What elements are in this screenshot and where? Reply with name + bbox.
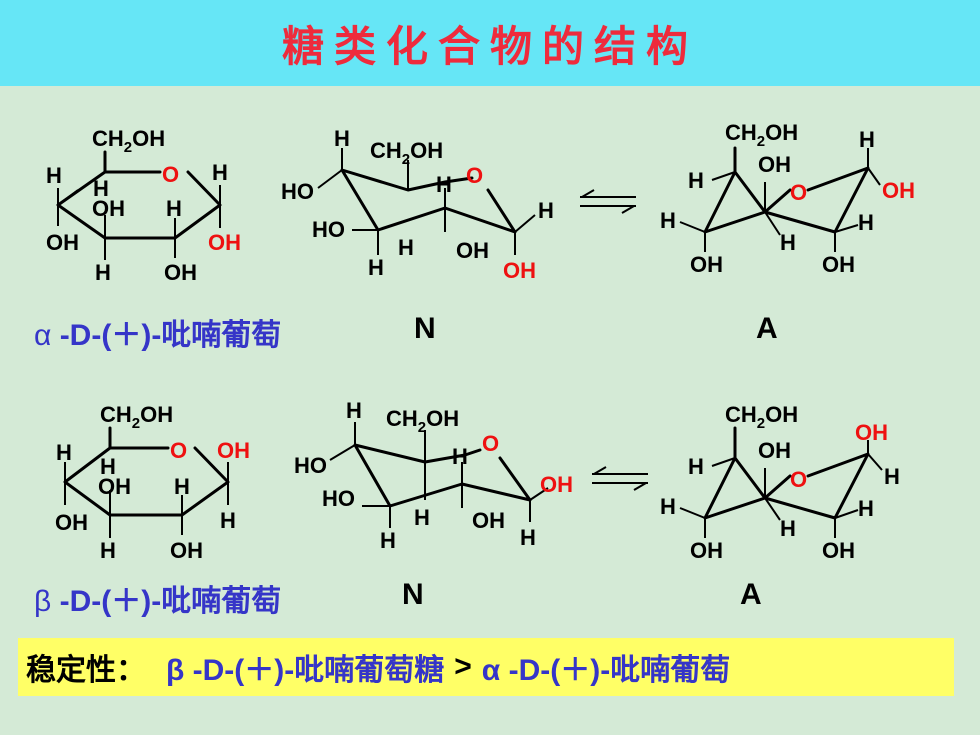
stability-label: 稳定性： xyxy=(26,654,146,687)
svg-text:H: H xyxy=(166,196,182,221)
svg-text:OH: OH xyxy=(822,252,855,277)
svg-text:H: H xyxy=(858,210,874,235)
svg-text:OH: OH xyxy=(164,260,197,285)
chair-beta-N: O H CH2OH HO H OH HO H OH H H xyxy=(294,398,573,553)
svg-text:H: H xyxy=(174,474,190,499)
stability-alpha: α -D-(＋)-吡喃葡萄 xyxy=(481,654,731,687)
svg-text:H: H xyxy=(334,126,350,151)
svg-text:H: H xyxy=(414,505,430,530)
equilibrium-arrow xyxy=(580,189,636,214)
svg-text:H: H xyxy=(780,516,796,541)
stability-beta: β -D-(＋)-吡喃葡萄糖 xyxy=(166,654,445,687)
equilibrium-arrow xyxy=(592,466,648,491)
svg-text:OH: OH xyxy=(690,252,723,277)
ch2oh-label: CH2OH xyxy=(725,402,798,432)
conformation-label-N: N xyxy=(402,578,424,611)
ring-oxygen: O xyxy=(162,162,179,187)
svg-text:H: H xyxy=(368,255,384,280)
svg-text:OH: OH xyxy=(456,238,489,263)
svg-text:H: H xyxy=(46,163,62,188)
svg-text:H: H xyxy=(93,176,109,201)
svg-text:OH: OH xyxy=(822,538,855,563)
alpha-caption: α -D-(＋)-吡喃葡萄 xyxy=(34,319,282,352)
svg-text:H: H xyxy=(436,172,452,197)
svg-text:H: H xyxy=(660,208,676,233)
chair-beta-A: CH2OH O H OH OH H H H H OH OH xyxy=(660,402,900,563)
ch2oh-label: CH2OH xyxy=(100,402,173,432)
svg-text:HO: HO xyxy=(294,453,327,478)
svg-text:H: H xyxy=(212,160,228,185)
haworth-alpha: CH2OH O H OH H OH H H OH H OH xyxy=(46,126,241,285)
chair-alpha-A: CH2OH O H OH H OH H H H OH OH xyxy=(660,120,915,277)
svg-text:O: O xyxy=(790,467,807,492)
svg-text:H: H xyxy=(380,528,396,553)
svg-text:H: H xyxy=(220,508,236,533)
svg-text:H: H xyxy=(56,440,72,465)
svg-text:HO: HO xyxy=(312,217,345,242)
svg-text:H: H xyxy=(660,494,676,519)
svg-text:OH: OH xyxy=(208,230,241,255)
svg-text:OH: OH xyxy=(503,258,536,283)
svg-text:OH: OH xyxy=(98,474,131,499)
svg-text:H: H xyxy=(780,230,796,255)
svg-text:H: H xyxy=(858,496,874,521)
title-bar: 糖类化合物的结构 xyxy=(0,0,980,86)
svg-text:H: H xyxy=(452,444,468,469)
conformation-label-A: A xyxy=(756,312,778,345)
stability-statement: 稳定性： β -D-(＋)-吡喃葡萄糖 > α -D-(＋)-吡喃葡萄 xyxy=(18,638,954,696)
svg-text:H: H xyxy=(520,525,536,550)
ch2oh-label: CH2OH xyxy=(725,120,798,150)
svg-text:O: O xyxy=(170,438,187,463)
svg-text:OH: OH xyxy=(46,230,79,255)
svg-text:H: H xyxy=(100,454,116,479)
svg-text:O: O xyxy=(790,180,807,205)
svg-text:OH: OH xyxy=(217,438,250,463)
ch2oh-label: CH2OH xyxy=(92,126,165,156)
slide-title: 糖类化合物的结构 xyxy=(281,21,698,71)
svg-text:OH: OH xyxy=(758,152,791,177)
svg-text:H: H xyxy=(688,168,704,193)
conformation-label-N: N xyxy=(414,312,436,345)
svg-text:O: O xyxy=(466,163,483,188)
svg-text:H: H xyxy=(398,235,414,260)
svg-text:H: H xyxy=(538,198,554,223)
beta-caption: β -D-(＋)-吡喃葡萄 xyxy=(34,585,282,618)
svg-text:OH: OH xyxy=(540,472,573,497)
svg-text:HO: HO xyxy=(281,179,314,204)
svg-text:H: H xyxy=(884,464,900,489)
svg-text:H: H xyxy=(100,538,116,563)
svg-text:OH: OH xyxy=(92,196,125,221)
chair-alpha-N: O H CH2OH HO H H HO H OH H OH xyxy=(281,126,554,283)
svg-text:OH: OH xyxy=(758,438,791,463)
svg-text:H: H xyxy=(95,260,111,285)
svg-text:OH: OH xyxy=(882,178,915,203)
ch2oh-label: CH2OH xyxy=(386,406,459,436)
svg-text:H: H xyxy=(859,127,875,152)
svg-text:H: H xyxy=(688,454,704,479)
svg-text:OH: OH xyxy=(855,420,888,445)
svg-text:OH: OH xyxy=(170,538,203,563)
svg-text:OH: OH xyxy=(690,538,723,563)
svg-text:O: O xyxy=(482,431,499,456)
ch2oh-label: CH2OH xyxy=(370,138,443,168)
svg-text:OH: OH xyxy=(55,510,88,535)
haworth-beta: CH2OH O H OH H OH H H OH OH H xyxy=(55,402,250,563)
conformation-label-A: A xyxy=(740,578,762,611)
svg-text:HO: HO xyxy=(322,486,355,511)
svg-text:H: H xyxy=(346,398,362,423)
svg-text:OH: OH xyxy=(472,508,505,533)
stability-operator: > xyxy=(454,650,472,683)
